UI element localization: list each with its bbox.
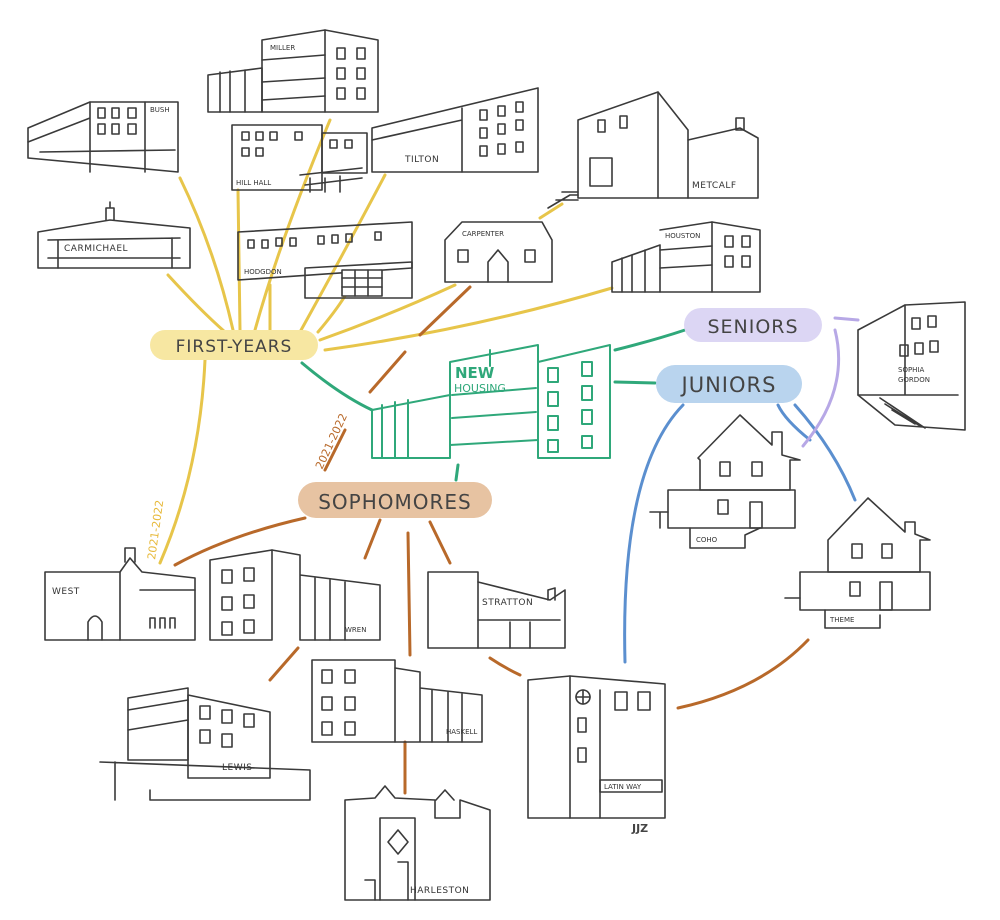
building-carpenter[interactable]: CARPENTER [444, 221, 553, 283]
building-latin-way[interactable]: LATIN WAY [527, 675, 666, 819]
first-years-connectors [158, 118, 614, 565]
label-hodgdon: HODGDON [244, 268, 282, 276]
building-hodgdon[interactable]: HODGDON [237, 221, 413, 299]
building-metcalf[interactable]: METCALF [547, 91, 759, 209]
new-housing-label-line1: NEW [455, 364, 495, 382]
label-latin-way: LATIN WAY [604, 783, 642, 791]
building-new-housing[interactable]: NEW HOUSING [371, 344, 611, 459]
building-lewis[interactable]: LEWIS [99, 687, 311, 801]
label-harleston: HARLESTON [410, 886, 469, 896]
building-coho[interactable]: COHO [649, 414, 801, 549]
building-hill-hall[interactable]: HILL HALL [231, 124, 368, 193]
building-haskell[interactable]: HASKELL [311, 659, 483, 743]
label-sophia-1: SOPHIA [898, 366, 925, 374]
label-metcalf: METCALF [692, 181, 737, 191]
year-label-first-years: 2021-2022 [145, 499, 166, 560]
hub-sophomores[interactable]: SOPHOMORES [298, 482, 492, 518]
label-coho: COHO [696, 536, 718, 544]
label-theme: THEME [829, 616, 854, 624]
label-sophia-2: GORDON [898, 376, 930, 384]
building-tilton[interactable]: TILTON [371, 87, 539, 173]
label-houston: HOUSTON [665, 232, 700, 240]
label-miller: MILLER [270, 44, 295, 52]
building-houston[interactable]: HOUSTON [611, 221, 761, 293]
building-wren[interactable]: WREN [209, 549, 381, 641]
label-bush: BUSH [150, 106, 170, 114]
building-bush[interactable]: BUSH [27, 101, 179, 173]
juniors-connectors [623, 403, 857, 664]
hub-juniors-label: JUNIORS [680, 373, 777, 397]
artist-signature: JJZ [631, 822, 648, 835]
building-stratton[interactable]: STRATTON [427, 571, 566, 649]
building-carmichael[interactable]: CARMICHAEL [37, 201, 191, 269]
label-carmichael: CARMICHAEL [64, 244, 128, 254]
building-theme[interactable]: THEME [784, 497, 931, 629]
hub-juniors[interactable]: JUNIORS [656, 365, 802, 403]
hub-first-years-label: FIRST-YEARS [176, 337, 293, 357]
new-housing-label-line2: HOUSING [454, 382, 506, 395]
label-carpenter: CARPENTER [462, 230, 504, 238]
label-lewis: LEWIS [222, 763, 252, 773]
label-wren: WREN [345, 626, 366, 634]
sophomores-connectors [173, 285, 810, 795]
hub-sophomores-label: SOPHOMORES [318, 490, 472, 514]
year-label-sophomores: 2021-2022 [313, 411, 350, 471]
label-west: WEST [52, 587, 80, 597]
building-miller[interactable]: MILLER [207, 29, 379, 113]
label-haskell: HASKELL [446, 728, 477, 736]
label-tilton: TILTON [404, 155, 439, 165]
seniors-connectors [801, 316, 860, 448]
building-sophia-gordon[interactable]: SOPHIA GORDON [857, 301, 966, 431]
hub-seniors-label: SENIORS [707, 316, 798, 338]
building-harleston[interactable]: HARLESTON [344, 785, 491, 901]
building-west[interactable]: WEST [44, 547, 196, 641]
new-housing-connectors [300, 328, 687, 482]
hub-first-years[interactable]: FIRST-YEARS [150, 330, 318, 360]
hub-seniors[interactable]: SENIORS [684, 308, 822, 342]
label-hill-hall: HILL HALL [236, 179, 271, 187]
label-stratton: STRATTON [482, 598, 533, 608]
